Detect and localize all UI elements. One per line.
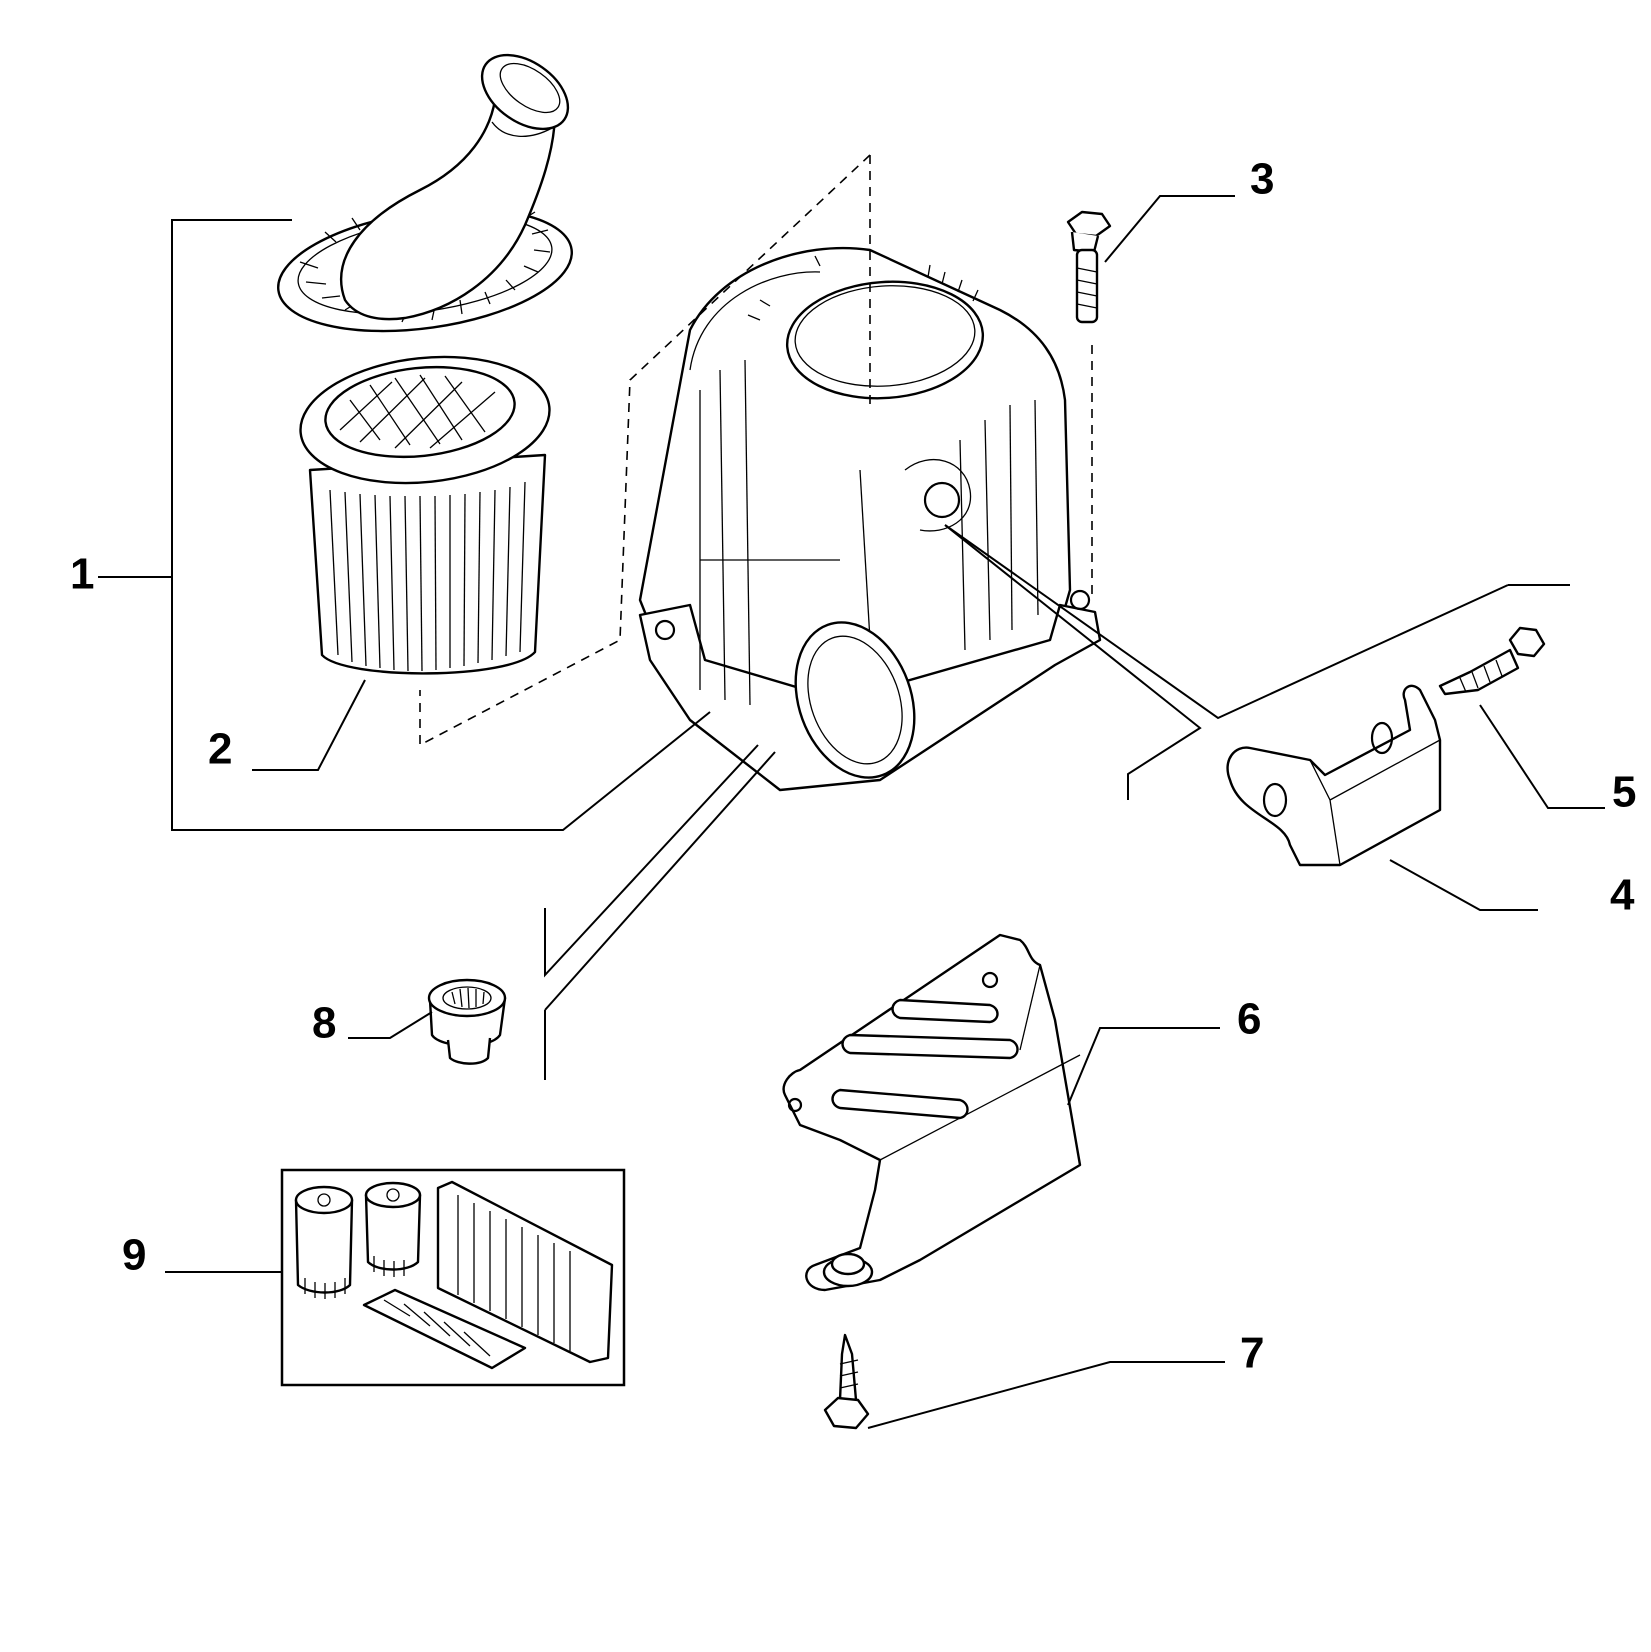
- wood-screw-icon: [823, 1333, 870, 1430]
- callout-8: 8: [312, 999, 336, 1048]
- hex-bolt-icon: [1066, 210, 1112, 324]
- callout-9: 9: [122, 1231, 146, 1280]
- support-plate-icon: [782, 933, 1082, 1292]
- filter-kit-icon: [280, 1168, 626, 1387]
- callout-5: 5: [1612, 768, 1636, 817]
- leader-lines: [98, 195, 1605, 1429]
- callout-6: 6: [1237, 995, 1261, 1044]
- callout-labels: 1 2 3 4 5 6 7 8 9: [70, 155, 1636, 1378]
- self-tapping-screw-icon: [1438, 626, 1546, 696]
- rubber-grommet-icon: [427, 978, 507, 1065]
- callout-3: 3: [1250, 155, 1274, 204]
- filter-cartridge-icon: [299, 355, 551, 675]
- mounting-bracket-icon: [1226, 684, 1442, 867]
- air-filter-assembly-icon: [277, 53, 1102, 792]
- callout-7: 7: [1240, 1329, 1264, 1378]
- callout-2: 2: [208, 725, 232, 774]
- callout-1: 1: [70, 550, 94, 599]
- callout-4: 4: [1610, 871, 1635, 920]
